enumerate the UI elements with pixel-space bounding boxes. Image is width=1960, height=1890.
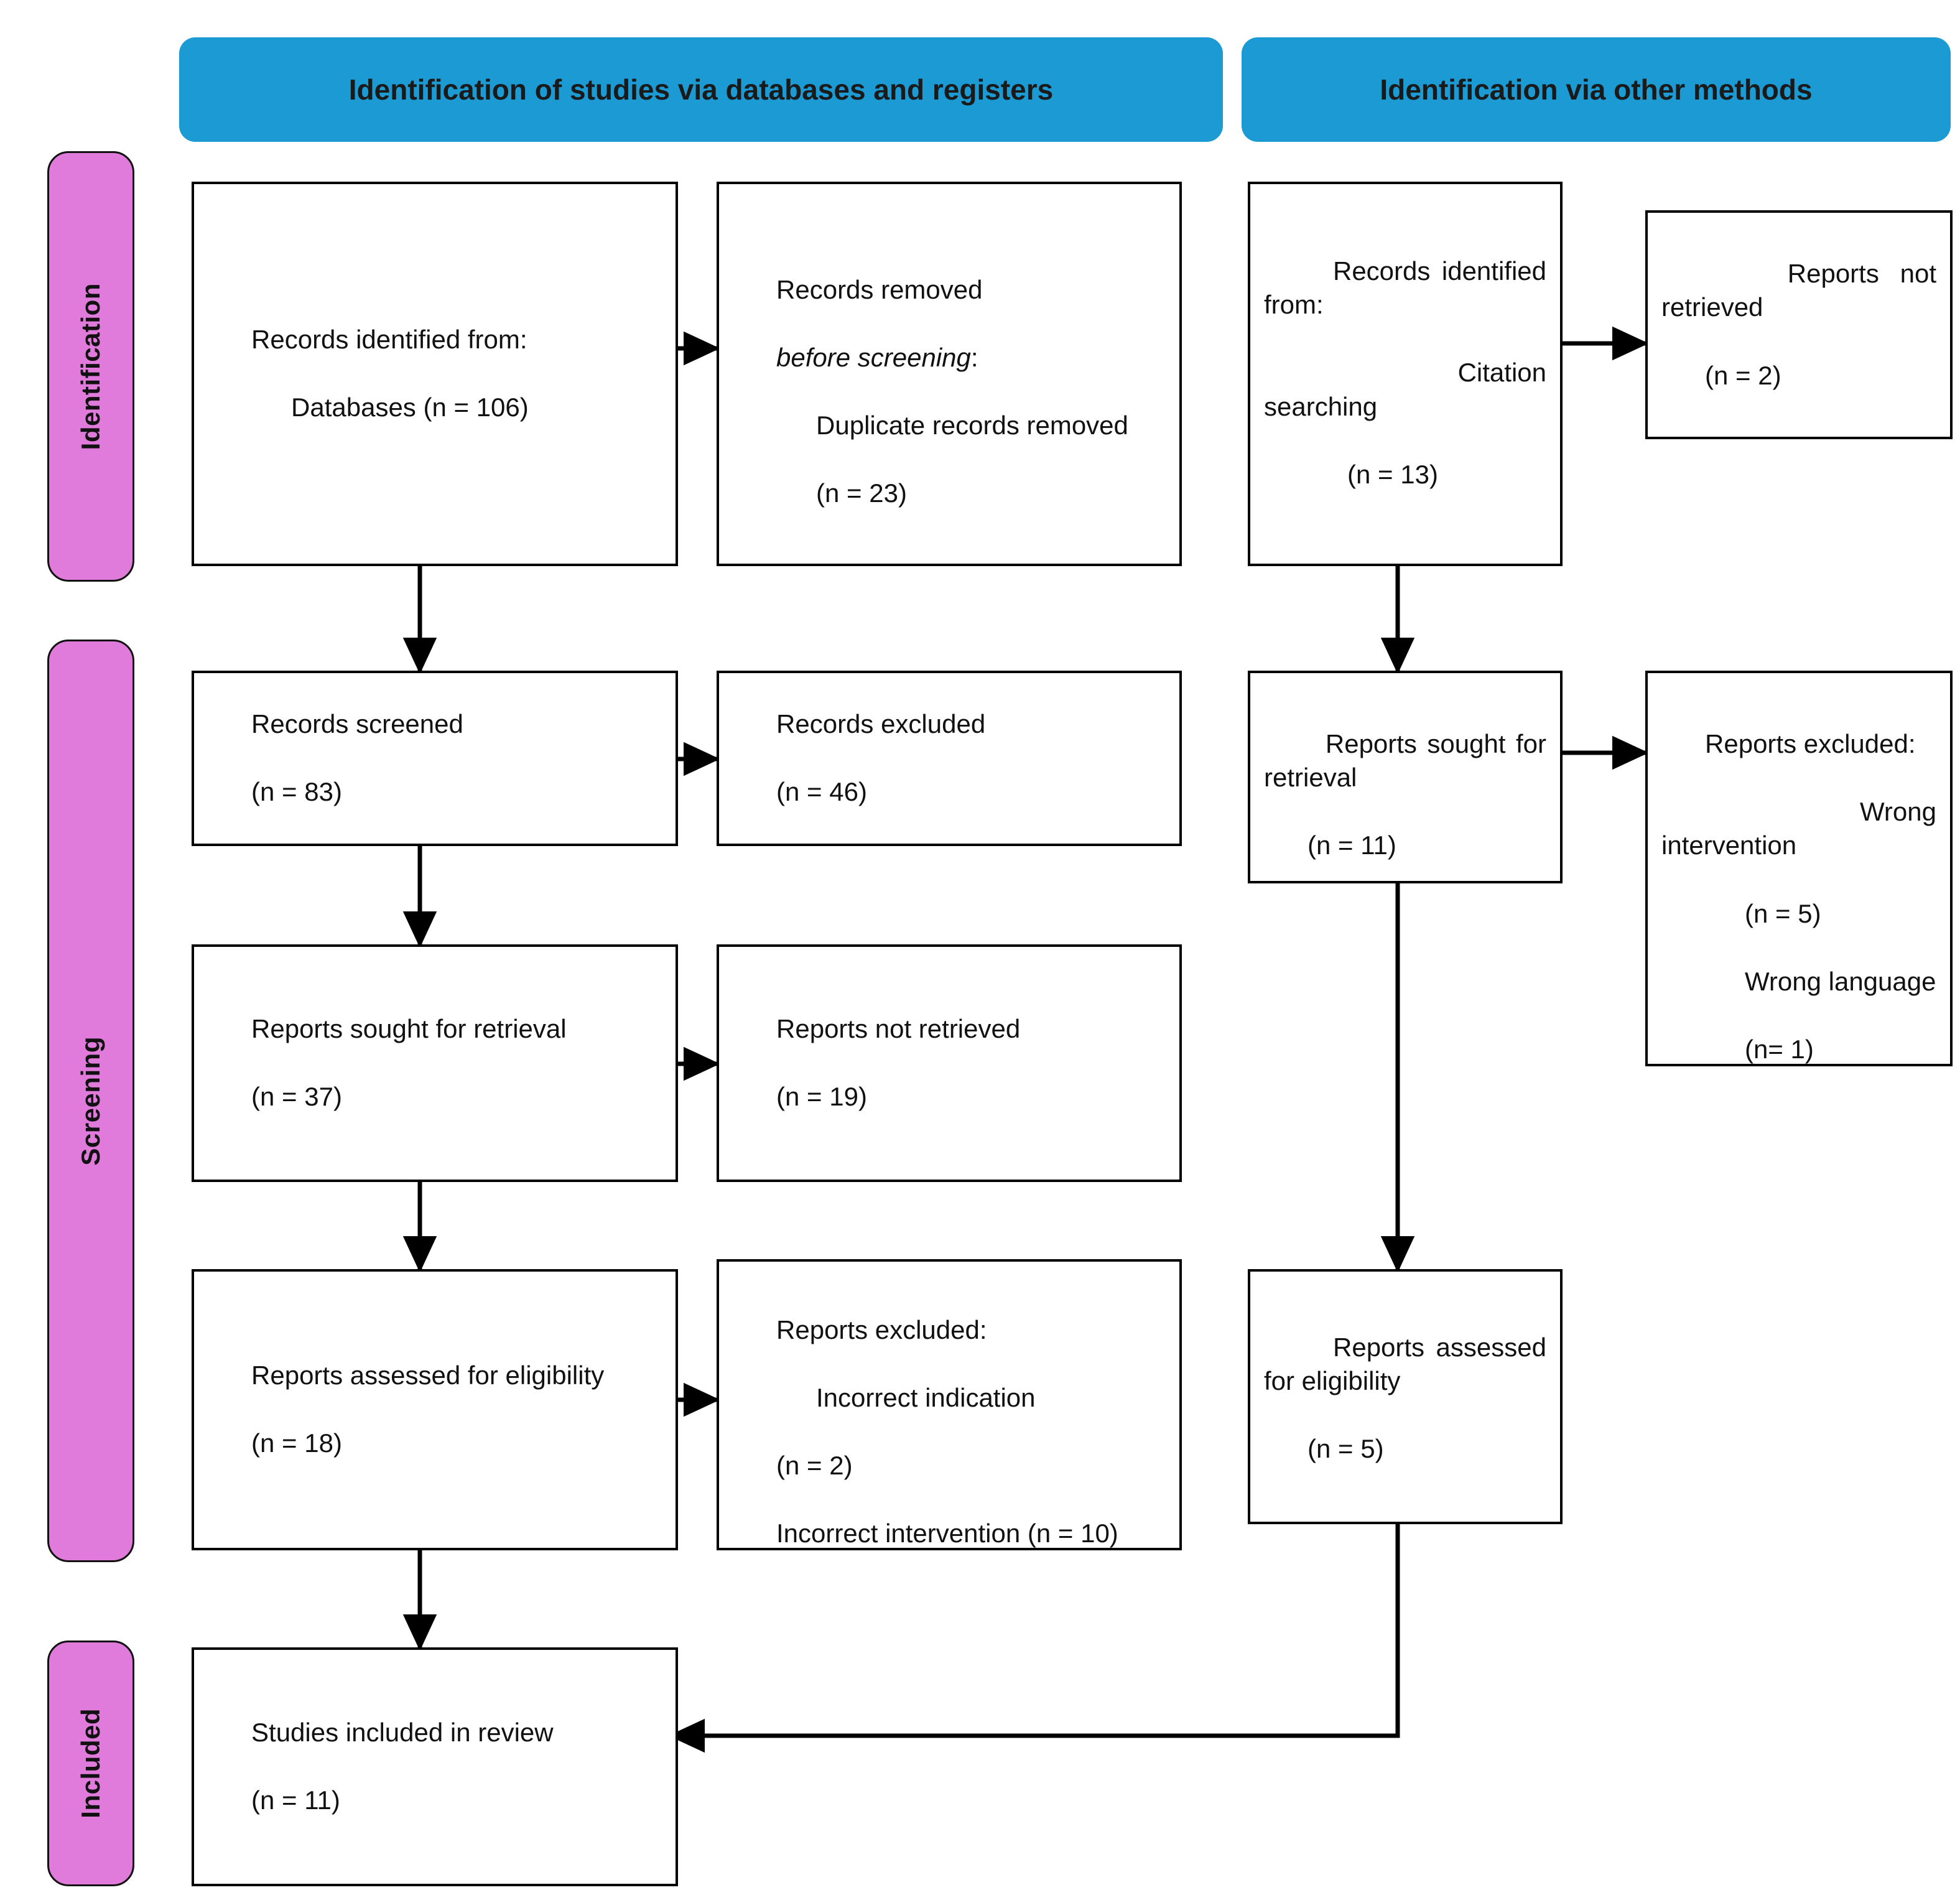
stage-label-identification: Identification — [76, 282, 105, 450]
node-records-identified: Records identified from: Databases (n = … — [192, 182, 678, 566]
node-reports-sought-other-text: Reports sought for retrieval (n = 11) — [1264, 729, 1554, 860]
node-records-excluded: Records excluded (n = 46) — [717, 671, 1182, 846]
node-reports-not-retrieved-other: Reports not retrieved (n = 2) — [1645, 210, 1953, 439]
node-reports-assessed: Reports assessed for eligibility (n = 18… — [192, 1269, 678, 1550]
node-reports-excluded-other: Reports excluded: Wrong intervention (n … — [1645, 671, 1953, 1066]
banner-other-methods-label: Identification via other methods — [1380, 73, 1813, 106]
stage-label-included: Included — [76, 1708, 105, 1818]
node-reports-sought-other: Reports sought for retrieval (n = 11) — [1248, 671, 1563, 883]
node-records-excluded-text: Records excluded (n = 46) — [776, 709, 986, 807]
node-reports-sought-text: Reports sought for retrieval (n = 37) — [251, 1014, 567, 1112]
node-records-removed-italic: before screening — [776, 342, 971, 372]
node-records-removed-text: Records removed before screening: Duplic… — [776, 274, 1128, 508]
banner-other-methods: Identification via other methods — [1242, 37, 1951, 142]
node-studies-included-text: Studies included in review (n = 11) — [251, 1718, 554, 1815]
node-reports-excluded-other-text: Reports excluded: Wrong intervention (n … — [1661, 729, 1944, 1064]
node-reports-not-retrieved-other-text: Reports not retrieved (n = 2) — [1661, 258, 1944, 390]
stage-bar-identification: Identification — [47, 151, 134, 582]
node-reports-not-retrieved-text: Reports not retrieved (n = 19) — [776, 1014, 1021, 1112]
node-reports-sought: Reports sought for retrieval (n = 37) — [192, 944, 678, 1182]
banner-databases: Identification of studies via databases … — [179, 37, 1223, 142]
node-records-removed: Records removed before screening: Duplic… — [717, 182, 1182, 566]
node-records-identified-other: Records identified from: Citation search… — [1248, 182, 1563, 566]
node-reports-not-retrieved: Reports not retrieved (n = 19) — [717, 944, 1182, 1182]
stage-label-screening: Screening — [76, 1036, 105, 1166]
node-records-identified-text: Records identified from: Databases (n = … — [251, 325, 529, 422]
node-reports-assessed-text: Reports assessed for eligibility (n = 18… — [251, 1361, 605, 1458]
node-reports-excluded: Reports excluded: Incorrect indication (… — [717, 1259, 1182, 1550]
node-records-screened: Records screened (n = 83) — [192, 671, 678, 846]
node-reports-excluded-text: Reports excluded: Incorrect indication (… — [776, 1315, 1118, 1548]
banner-databases-label: Identification of studies via databases … — [348, 73, 1054, 106]
node-studies-included: Studies included in review (n = 11) — [192, 1647, 678, 1886]
node-reports-assessed-other-text: Reports assessed for eligibility (n = 5) — [1264, 1332, 1554, 1464]
stage-bar-included: Included — [47, 1641, 134, 1886]
stage-bar-screening: Screening — [47, 640, 134, 1562]
node-reports-assessed-other: Reports assessed for eligibility (n = 5) — [1248, 1269, 1563, 1524]
node-records-screened-text: Records screened (n = 83) — [251, 709, 463, 807]
node-records-identified-other-text: Records identified from: Citation search… — [1264, 256, 1554, 490]
